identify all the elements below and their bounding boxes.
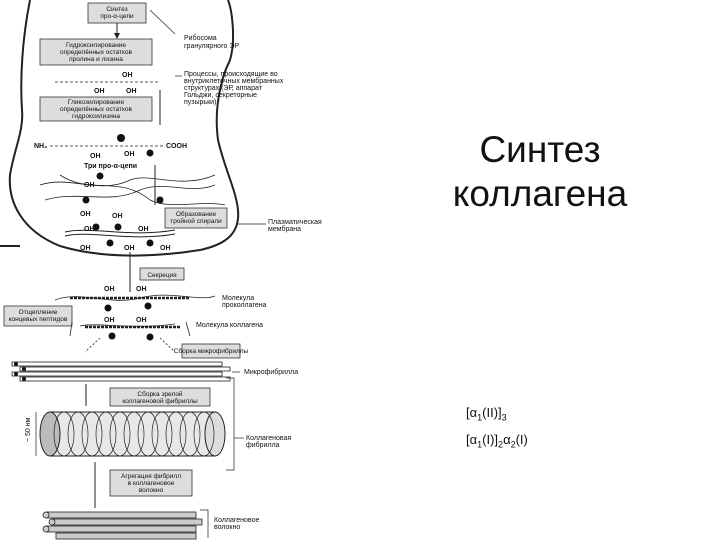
- formula-type-i: [α1(I)]2α2(I): [466, 431, 528, 450]
- svg-text:COOH: COOH: [166, 143, 187, 150]
- collagen-molecule-label: Молекула коллагена: [196, 322, 263, 329]
- cell-membrane: [8, 0, 240, 257]
- microfibril-label: Микрофибрилла: [244, 368, 298, 376]
- svg-text:OH: OH: [80, 245, 91, 252]
- svg-text:OH: OH: [136, 317, 147, 324]
- svg-text:OH: OH: [136, 286, 147, 293]
- collagen-formulas: [α1(II)]3 [α1(I)]2α2(I): [466, 402, 528, 455]
- svg-text:OH: OH: [122, 72, 133, 79]
- svg-text:OH: OH: [84, 182, 95, 189]
- fibril-size-label: ~ 50 нм: [25, 417, 32, 442]
- step-secretion-box: Секреция: [139, 267, 185, 281]
- svg-text:OH: OH: [160, 245, 171, 252]
- svg-text:OH: OH: [138, 226, 149, 233]
- collagen-fibril-drawing: [39, 411, 226, 457]
- three-chains-label: Три про-α-цепи: [84, 163, 137, 170]
- svg-text:NH₂: NH₂: [34, 143, 47, 150]
- title-line-2: коллагена: [452, 173, 628, 214]
- svg-text:OH: OH: [104, 317, 115, 324]
- svg-text:OH: OH: [126, 88, 137, 95]
- svg-text:OH: OH: [124, 245, 135, 252]
- microfibril-drawing: [11, 361, 231, 382]
- svg-text:OH: OH: [84, 226, 95, 233]
- svg-text:OH: OH: [80, 211, 91, 218]
- formula-type-ii: [α1(II)]3: [466, 405, 507, 423]
- svg-text:OH: OH: [94, 88, 105, 95]
- svg-text:OH: OH: [90, 153, 101, 160]
- step-microfibril-box: Сборка микрофибриллы: [174, 343, 249, 359]
- svg-text:OH: OH: [112, 213, 123, 220]
- title-line-1: Синтез: [479, 129, 601, 170]
- svg-text:OH: OH: [124, 151, 135, 158]
- collagen-fiber-drawing: [42, 511, 203, 540]
- svg-text:Секреция: Секреция: [147, 272, 177, 279]
- svg-text:Сборка микрофибриллы: Сборка микрофибриллы: [174, 347, 249, 355]
- svg-text:OH: OH: [104, 286, 115, 293]
- slide-title: Синтез коллагена: [420, 128, 660, 216]
